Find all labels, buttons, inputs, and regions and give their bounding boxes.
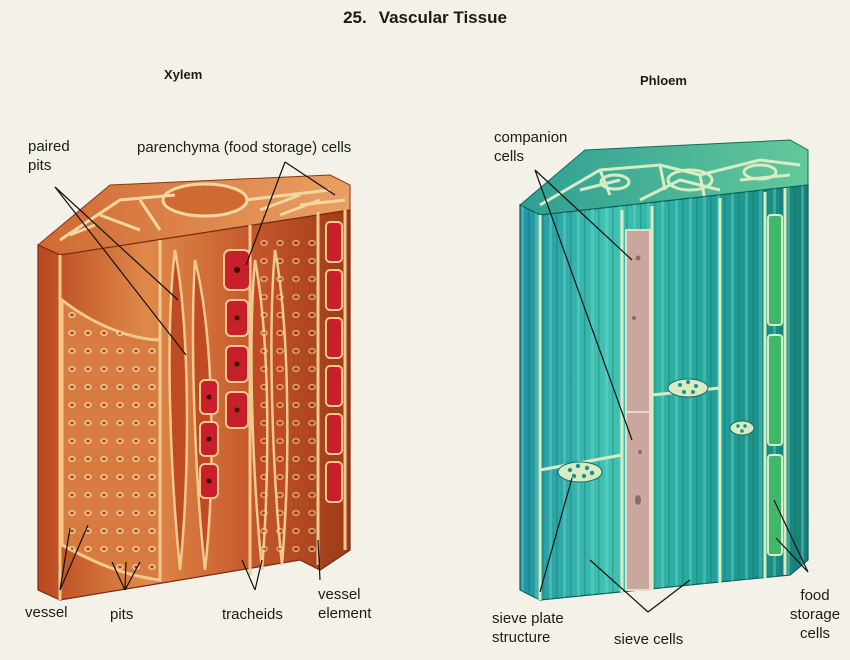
label-vessel: vessel [25, 604, 68, 621]
xylem-leader-lines [54, 161, 336, 591]
label-vessel-element: vessel element [318, 586, 372, 622]
parenchyma-cells [199, 249, 251, 499]
label-tracheids: tracheids [222, 606, 283, 623]
phloem-top-cell-walls [539, 158, 801, 207]
phloem-heading: Phloem [640, 73, 687, 88]
figure-number: 25. [343, 8, 367, 27]
xylem-top-cell-walls [59, 182, 346, 242]
phloem-block [519, 139, 809, 601]
phloem-leader-lines [534, 169, 809, 613]
label-paired-pits: paired pits [28, 138, 70, 174]
xylem-heading: Xylem [164, 67, 203, 82]
label-companion-cells: companion cells [494, 129, 568, 165]
phloem-column-walls [538, 188, 787, 600]
xylem-block [37, 174, 351, 601]
figure-title: 25. Vascular Tissue [0, 8, 850, 28]
food-storage-cells [767, 214, 783, 556]
label-sieve-plate-structure: sieve plate structure [492, 610, 564, 646]
sieve-plates [557, 378, 755, 483]
label-parenchyma-cells: parenchyma (food storage) cells [137, 139, 352, 156]
companion-cell-nuclei [632, 255, 642, 505]
label-pits: pits [110, 606, 134, 623]
companion-cell-strip [625, 229, 651, 591]
label-food-storage-cells: food storage cells [790, 587, 841, 642]
figure-title-text: Vascular Tissue [378, 8, 507, 27]
vessel-element-cells [325, 221, 343, 503]
label-sieve-cells: sieve cells [614, 631, 684, 648]
